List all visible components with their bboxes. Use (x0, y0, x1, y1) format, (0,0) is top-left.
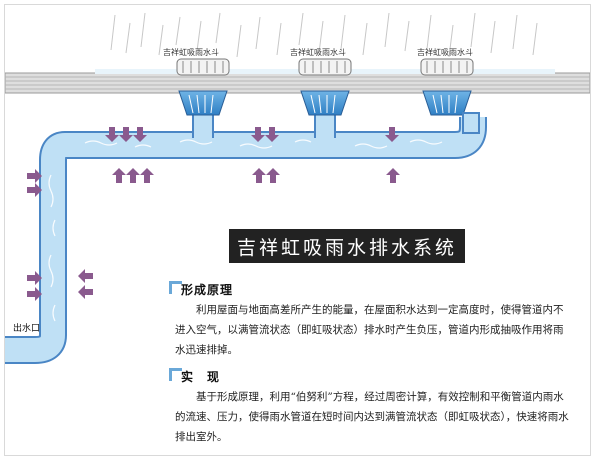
right-arrow-icon (27, 271, 42, 285)
principle-heading: 形成原理 (181, 283, 234, 297)
right-arrow-icon (27, 287, 42, 301)
up-arrow-icon (126, 168, 140, 183)
up-arrow-icon (252, 168, 266, 183)
down-arrow-icon (385, 127, 399, 142)
principle-section: 形成原理 利用屋面与地面高差所产生的能量，在屋面积水达到一定高度时，使得管道内不… (169, 281, 570, 360)
down-arrow-icon (133, 127, 147, 142)
up-arrow-icon (112, 168, 126, 183)
system-title: 吉祥虹吸雨水排水系统 (229, 229, 465, 263)
implementation-heading: 实 现 (181, 370, 221, 384)
up-arrow-icon (386, 168, 400, 183)
implementation-section: 实 现 基于形成原理，利用“伯努利”方程，经过周密计算，有效控制和平衡管道内雨水… (169, 368, 570, 447)
outlet-label: 出水口 (13, 324, 41, 334)
siphon-system-diagram (5, 12, 590, 364)
down-arrow-icon (251, 127, 265, 142)
principle-text: 利用屋面与地面高差所产生的能量，在屋面积水达到一定高度时，使得管道内不进入空气，… (175, 304, 564, 356)
siphon-drain-3 (420, 58, 480, 134)
rain-streaks (110, 12, 538, 58)
siphon-drain-2 (298, 58, 352, 116)
down-arrow-icon (105, 127, 119, 142)
bracket-icon (169, 281, 182, 294)
left-arrow-icon (78, 285, 93, 299)
drain-label-3: 吉祥虹吸雨水斗 (417, 48, 473, 57)
implementation-text: 基于形成原理，利用“伯努利”方程，经过周密计算，有效控制和平衡管道内雨水的流速、… (175, 391, 569, 443)
up-arrow-icon (140, 168, 154, 183)
pressure-arrows (27, 127, 400, 301)
diagram-frame: 吉祥虹吸雨水斗 吉祥虹吸雨水斗 吉祥虹吸雨水斗 出水口 吉祥虹吸雨水排水系统 形… (4, 4, 591, 456)
down-arrow-icon (265, 127, 279, 142)
bracket-icon (169, 368, 182, 381)
siphon-drain-1 (176, 58, 230, 116)
drain-label-2: 吉祥虹吸雨水斗 (290, 48, 346, 57)
right-arrow-icon (27, 169, 42, 183)
up-arrow-icon (266, 168, 280, 183)
drain-label-1: 吉祥虹吸雨水斗 (163, 48, 219, 57)
right-arrow-icon (27, 183, 42, 197)
left-arrow-icon (78, 269, 93, 283)
roof-slab (5, 69, 590, 94)
down-arrow-icon (119, 127, 133, 142)
